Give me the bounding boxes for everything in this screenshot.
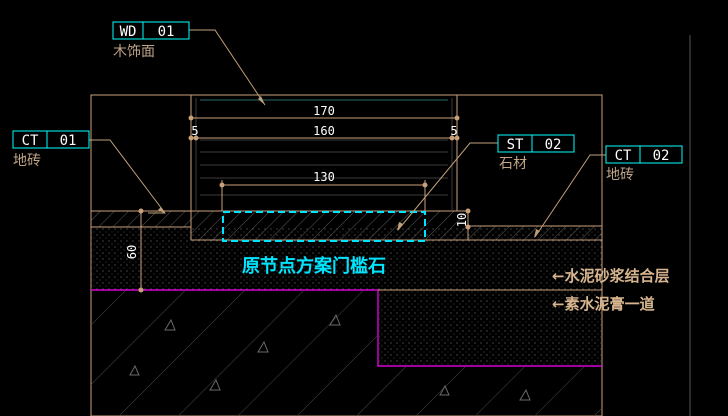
drawing-title: 原节点方案门槛石	[242, 255, 386, 277]
threshold-highlight	[222, 211, 426, 242]
aggregate-marks	[129, 313, 531, 401]
tag-description: 地砖	[13, 153, 41, 169]
dim-5-left: 5	[191, 124, 198, 138]
tag-box	[605, 145, 683, 164]
tag-code: CT	[22, 133, 39, 149]
door-jamb	[190, 94, 458, 212]
tag-ct-01[interactable]: CT 01 地砖	[12, 130, 90, 169]
callout-cement-paste: ←素水泥膏一道	[552, 295, 655, 313]
dim-160: 160	[313, 124, 335, 138]
tag-number: 02	[545, 137, 562, 153]
tag-box	[112, 21, 190, 40]
tag-code: ST	[507, 137, 524, 153]
tag-description: 木饰面	[113, 44, 155, 60]
tag-wd-01[interactable]: WD 01 木饰面	[112, 21, 190, 60]
dim-10: 10	[455, 213, 469, 227]
dim-60: 60	[125, 245, 139, 259]
dim-170: 170	[313, 104, 335, 118]
mortar-layer	[91, 227, 602, 290]
leaders	[89, 29, 606, 238]
tag-ct-02[interactable]: CT 02 地砖	[605, 145, 683, 183]
tag-number: 01	[158, 24, 175, 40]
slab-screed	[379, 291, 601, 366]
tag-st-02[interactable]: ST 02 石材	[497, 134, 575, 172]
leader-arrowheads	[158, 96, 540, 238]
tag-description: 石材	[499, 156, 527, 172]
callout-mortar-layer: ←水泥砂浆结合层	[552, 267, 670, 285]
wood-grain	[195, 98, 453, 210]
concrete-slab	[91, 291, 601, 416]
tag-box	[497, 134, 575, 153]
dim-130: 130	[313, 170, 335, 184]
dim-5-right: 5	[450, 124, 457, 138]
tag-code: WD	[120, 24, 137, 40]
tag-number: 02	[653, 148, 670, 164]
tag-number: 01	[60, 133, 77, 149]
tag-box	[12, 130, 90, 149]
tag-code: CT	[615, 148, 632, 164]
dimension-lines	[138, 115, 471, 293]
tag-description: 地砖	[606, 167, 634, 183]
